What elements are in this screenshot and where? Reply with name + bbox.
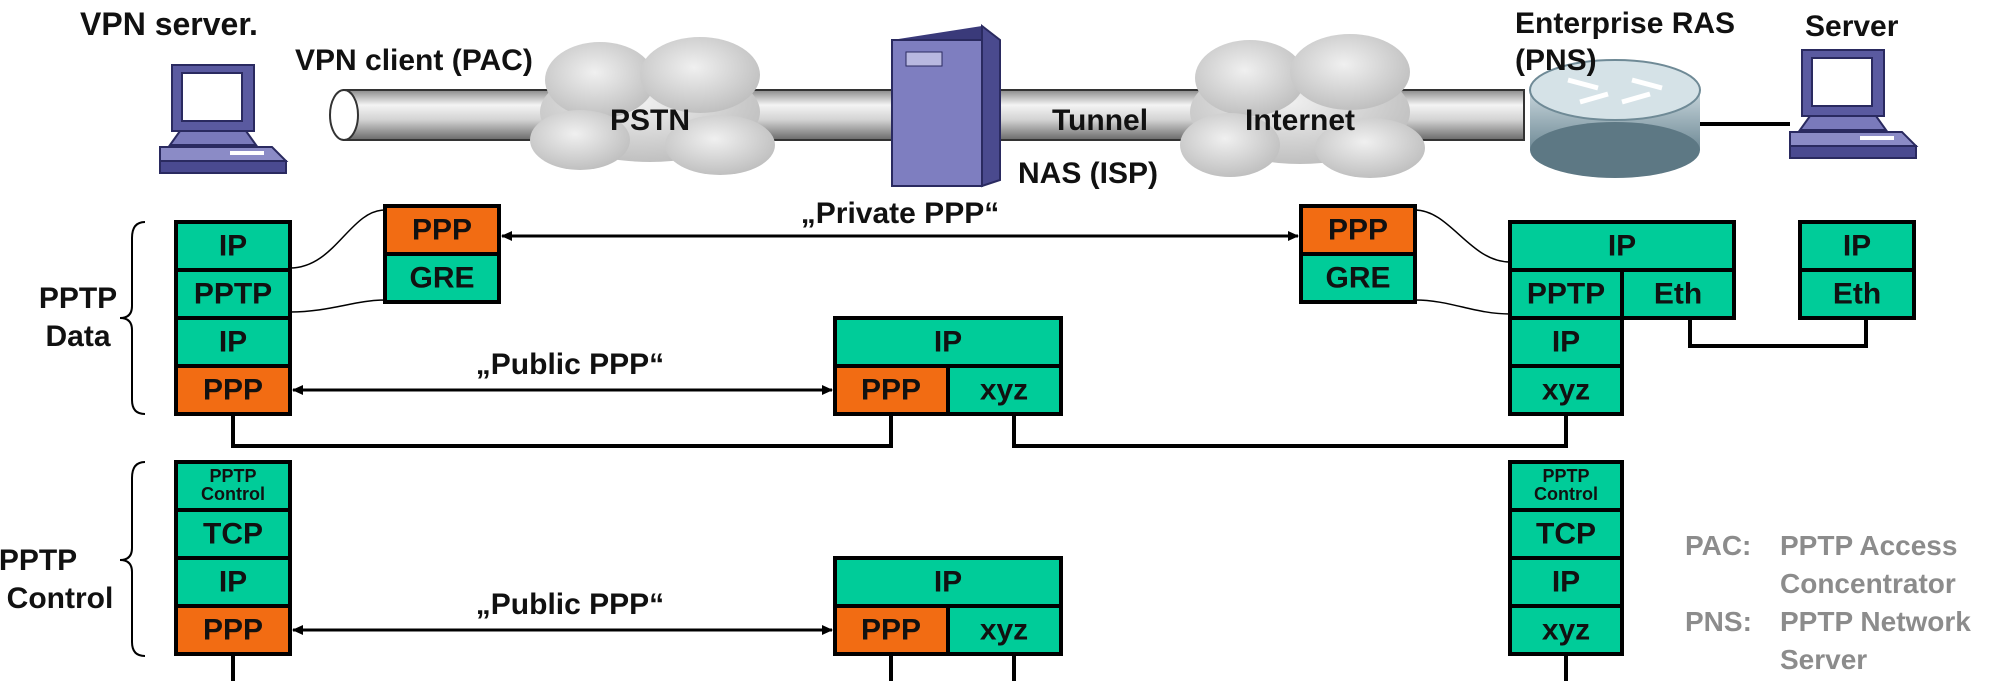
legend: PAC: PPTP Access Concentrator PNS: PPTP … bbox=[1685, 530, 1971, 675]
private-ppp-label: „Private PPP“ bbox=[801, 197, 999, 230]
server-ip-label: IP bbox=[1843, 230, 1871, 263]
enterprise-ras-label: Enterprise RAS bbox=[1515, 7, 1735, 40]
ras-xyz-label: xyz bbox=[1542, 374, 1590, 407]
nas-xyz-label: xyz bbox=[980, 374, 1028, 407]
client-ctl-ppp-label: PPP bbox=[203, 614, 263, 647]
client-tcp-label: TCP bbox=[203, 518, 263, 551]
vpn-client-label: VPN client (PAC) bbox=[295, 44, 533, 77]
protocol-box bbox=[1508, 316, 1624, 368]
router-icon bbox=[1529, 59, 1701, 178]
pptp-control-label-line2: Control bbox=[7, 582, 114, 615]
nas-label: NAS (ISP) bbox=[1018, 157, 1158, 190]
legend-pac-line2: Concentrator bbox=[1780, 568, 1956, 599]
pptp-data-label-line1: PPTP bbox=[39, 282, 117, 315]
public-ppp-data-label: „Public PPP“ bbox=[476, 348, 664, 381]
pptp-data-label-line2: Data bbox=[45, 320, 110, 353]
client-nas-link bbox=[231, 414, 893, 448]
computer-icon bbox=[1789, 49, 1917, 159]
client-data-stack: IP PPTP IP PPP bbox=[174, 220, 292, 416]
protocol-box bbox=[1798, 268, 1916, 320]
ras-tunnel-ppp-label: PPP bbox=[1328, 214, 1388, 247]
nas-ip-label: IP bbox=[934, 326, 962, 359]
ras-data-stack: IP PPTP Eth IP xyz bbox=[1508, 220, 1736, 416]
protocol-box bbox=[1508, 364, 1624, 416]
server-label: Server bbox=[1805, 10, 1899, 43]
ras-ppp-connector bbox=[1414, 209, 1511, 263]
ras-control-stack: PPTP Control TCP IP xyz bbox=[1508, 460, 1624, 656]
client-ip2-label: IP bbox=[219, 326, 247, 359]
pptp-control-label-line1: PPTP bbox=[0, 544, 77, 577]
tunnel-label: Tunnel bbox=[1052, 104, 1148, 137]
protocol-box bbox=[383, 252, 501, 304]
legend-pac-line1: PPTP Access bbox=[1780, 530, 1957, 561]
ras-tunnel-stack: PPP GRE bbox=[1299, 204, 1417, 304]
server-tower-icon bbox=[891, 23, 1001, 188]
server-data-stack: IP Eth bbox=[1798, 220, 1916, 320]
protocol-box bbox=[1299, 252, 1417, 304]
protocol-box bbox=[946, 364, 1063, 416]
protocol-box bbox=[1299, 204, 1417, 256]
ras-control-line2: Control bbox=[1534, 484, 1598, 504]
ras-tunnel-gre-label: GRE bbox=[1325, 262, 1390, 295]
protocol-box bbox=[174, 220, 292, 272]
computer-icon bbox=[159, 64, 287, 174]
ras-ctl-ip-label: IP bbox=[1552, 566, 1580, 599]
client-gre-connector bbox=[289, 299, 386, 313]
ras-ip2-label: IP bbox=[1552, 326, 1580, 359]
client-tunnel-ppp-label: PPP bbox=[412, 214, 472, 247]
client-control-stack: PPTP Control TCP IP PPP bbox=[174, 460, 292, 656]
nas-ctl-ppp-label: PPP bbox=[861, 614, 921, 647]
protocol-box bbox=[174, 508, 292, 560]
protocol-box bbox=[946, 604, 1063, 656]
pptp-control-brace bbox=[119, 461, 146, 657]
ras-control-line1: PPTP bbox=[1542, 466, 1589, 486]
protocol-box bbox=[833, 316, 1063, 368]
protocol-box bbox=[383, 204, 501, 256]
ras-eth-label: Eth bbox=[1654, 278, 1702, 311]
legend-pns-line2: Server bbox=[1780, 644, 1867, 675]
nas-ctl-ip-label: IP bbox=[934, 566, 962, 599]
ras-tcp-label: TCP bbox=[1536, 518, 1596, 551]
public-ppp-control-label: „Public PPP“ bbox=[476, 588, 664, 621]
nas-ras-link bbox=[1012, 414, 1568, 448]
legend-pac-abbr: PAC: bbox=[1685, 530, 1751, 561]
diagram-title: VPN server. bbox=[80, 6, 258, 42]
pstn-label: PSTN bbox=[610, 104, 690, 137]
pptp-data-brace bbox=[119, 221, 146, 415]
client-control-line1: PPTP bbox=[209, 466, 256, 486]
internet-label: Internet bbox=[1245, 104, 1355, 137]
ras-pptp-label: PPTP bbox=[1527, 278, 1605, 311]
nas-ctl-xyz-label: xyz bbox=[980, 614, 1028, 647]
nas-ppp-label: PPP bbox=[861, 374, 921, 407]
protocol-box bbox=[174, 556, 292, 608]
legend-pns-line1: PPTP Network bbox=[1780, 606, 1971, 637]
ras-ctl-xyz-label: xyz bbox=[1542, 614, 1590, 647]
server-eth-label: Eth bbox=[1833, 278, 1881, 311]
cloud-icon bbox=[530, 37, 775, 175]
cloud-icon bbox=[1180, 34, 1425, 178]
protocol-box bbox=[1798, 220, 1916, 272]
client-ip-label: IP bbox=[219, 230, 247, 263]
client-ppp-connector bbox=[289, 209, 386, 269]
legend-pns-abbr: PNS: bbox=[1685, 606, 1752, 637]
protocol-box bbox=[1508, 604, 1624, 656]
client-ctl-ip-label: IP bbox=[219, 566, 247, 599]
protocol-box bbox=[833, 556, 1063, 608]
ras-gre-connector bbox=[1414, 299, 1511, 315]
ras-server-eth-link bbox=[1688, 318, 1868, 348]
client-ppp-label: PPP bbox=[203, 374, 263, 407]
client-tunnel-stack: PPP GRE bbox=[383, 204, 501, 304]
enterprise-pns-label: (PNS) bbox=[1515, 44, 1597, 77]
nas-control-stack: IP PPP xyz bbox=[833, 556, 1063, 656]
protocol-box bbox=[174, 316, 292, 368]
nas-data-stack: IP PPP xyz bbox=[833, 316, 1063, 416]
ras-ip-label: IP bbox=[1608, 230, 1636, 263]
client-control-line2: Control bbox=[201, 484, 265, 504]
client-tunnel-gre-label: GRE bbox=[409, 262, 474, 295]
protocol-box bbox=[1620, 268, 1736, 320]
client-pptp-label: PPTP bbox=[194, 278, 272, 311]
